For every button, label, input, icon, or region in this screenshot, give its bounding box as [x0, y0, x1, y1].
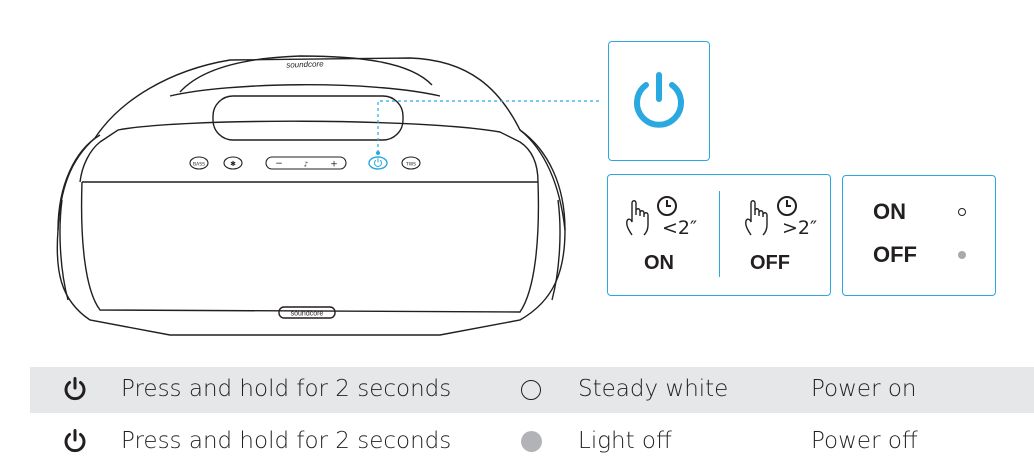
svg-text:♪: ♪: [304, 161, 308, 169]
svg-text:BASS: BASS: [193, 162, 205, 168]
long-press-duration: >2″: [782, 217, 818, 239]
svg-text:soundcore: soundcore: [286, 59, 324, 69]
power-icon: [64, 429, 86, 453]
row-led: Steady white: [578, 376, 729, 402]
led-off-dot: [958, 251, 966, 259]
led-white-dot: [958, 208, 966, 216]
svg-text:✱: ✱: [230, 160, 236, 168]
finger-press-icon: [626, 200, 649, 236]
svg-text:TWS: TWS: [405, 162, 416, 168]
table-row: Press and hold for 2 seconds Light off P…: [30, 419, 1034, 465]
svg-text:soundcore: soundcore: [291, 311, 324, 318]
speaker-illustration: soundcore soundcore BASS ✱ − ♪ + TWS: [56, 55, 600, 336]
power-icon: [634, 72, 684, 128]
row-led: Light off: [578, 428, 672, 454]
short-press-label: ON: [644, 252, 674, 274]
long-press-label: OFF: [750, 252, 790, 274]
table-row: Press and hold for 2 seconds Steady whit…: [30, 367, 1034, 413]
row-action: Press and hold for 2 seconds: [121, 376, 452, 402]
led-off-label: OFF: [873, 242, 917, 267]
press-duration-box: <2″ ON >2″ OFF: [607, 174, 831, 296]
svg-text:−: −: [275, 159, 283, 169]
svg-text:+: +: [330, 160, 338, 170]
short-press-duration: <2″: [662, 217, 698, 239]
row-action: Press and hold for 2 seconds: [121, 428, 452, 454]
row-result: Power on: [811, 376, 917, 402]
finger-press-icon: [745, 200, 768, 236]
power-callout: [608, 41, 710, 161]
clock-icon: [777, 196, 797, 216]
led-white-circle: [521, 380, 541, 400]
row-result: Power off: [811, 428, 918, 454]
power-icon: [64, 377, 86, 401]
press-divider: [719, 191, 720, 277]
clock-icon: [657, 196, 677, 216]
led-indicator-box: ON OFF: [842, 175, 996, 296]
led-off-circle: [521, 431, 542, 452]
led-on-label: ON: [873, 199, 906, 224]
